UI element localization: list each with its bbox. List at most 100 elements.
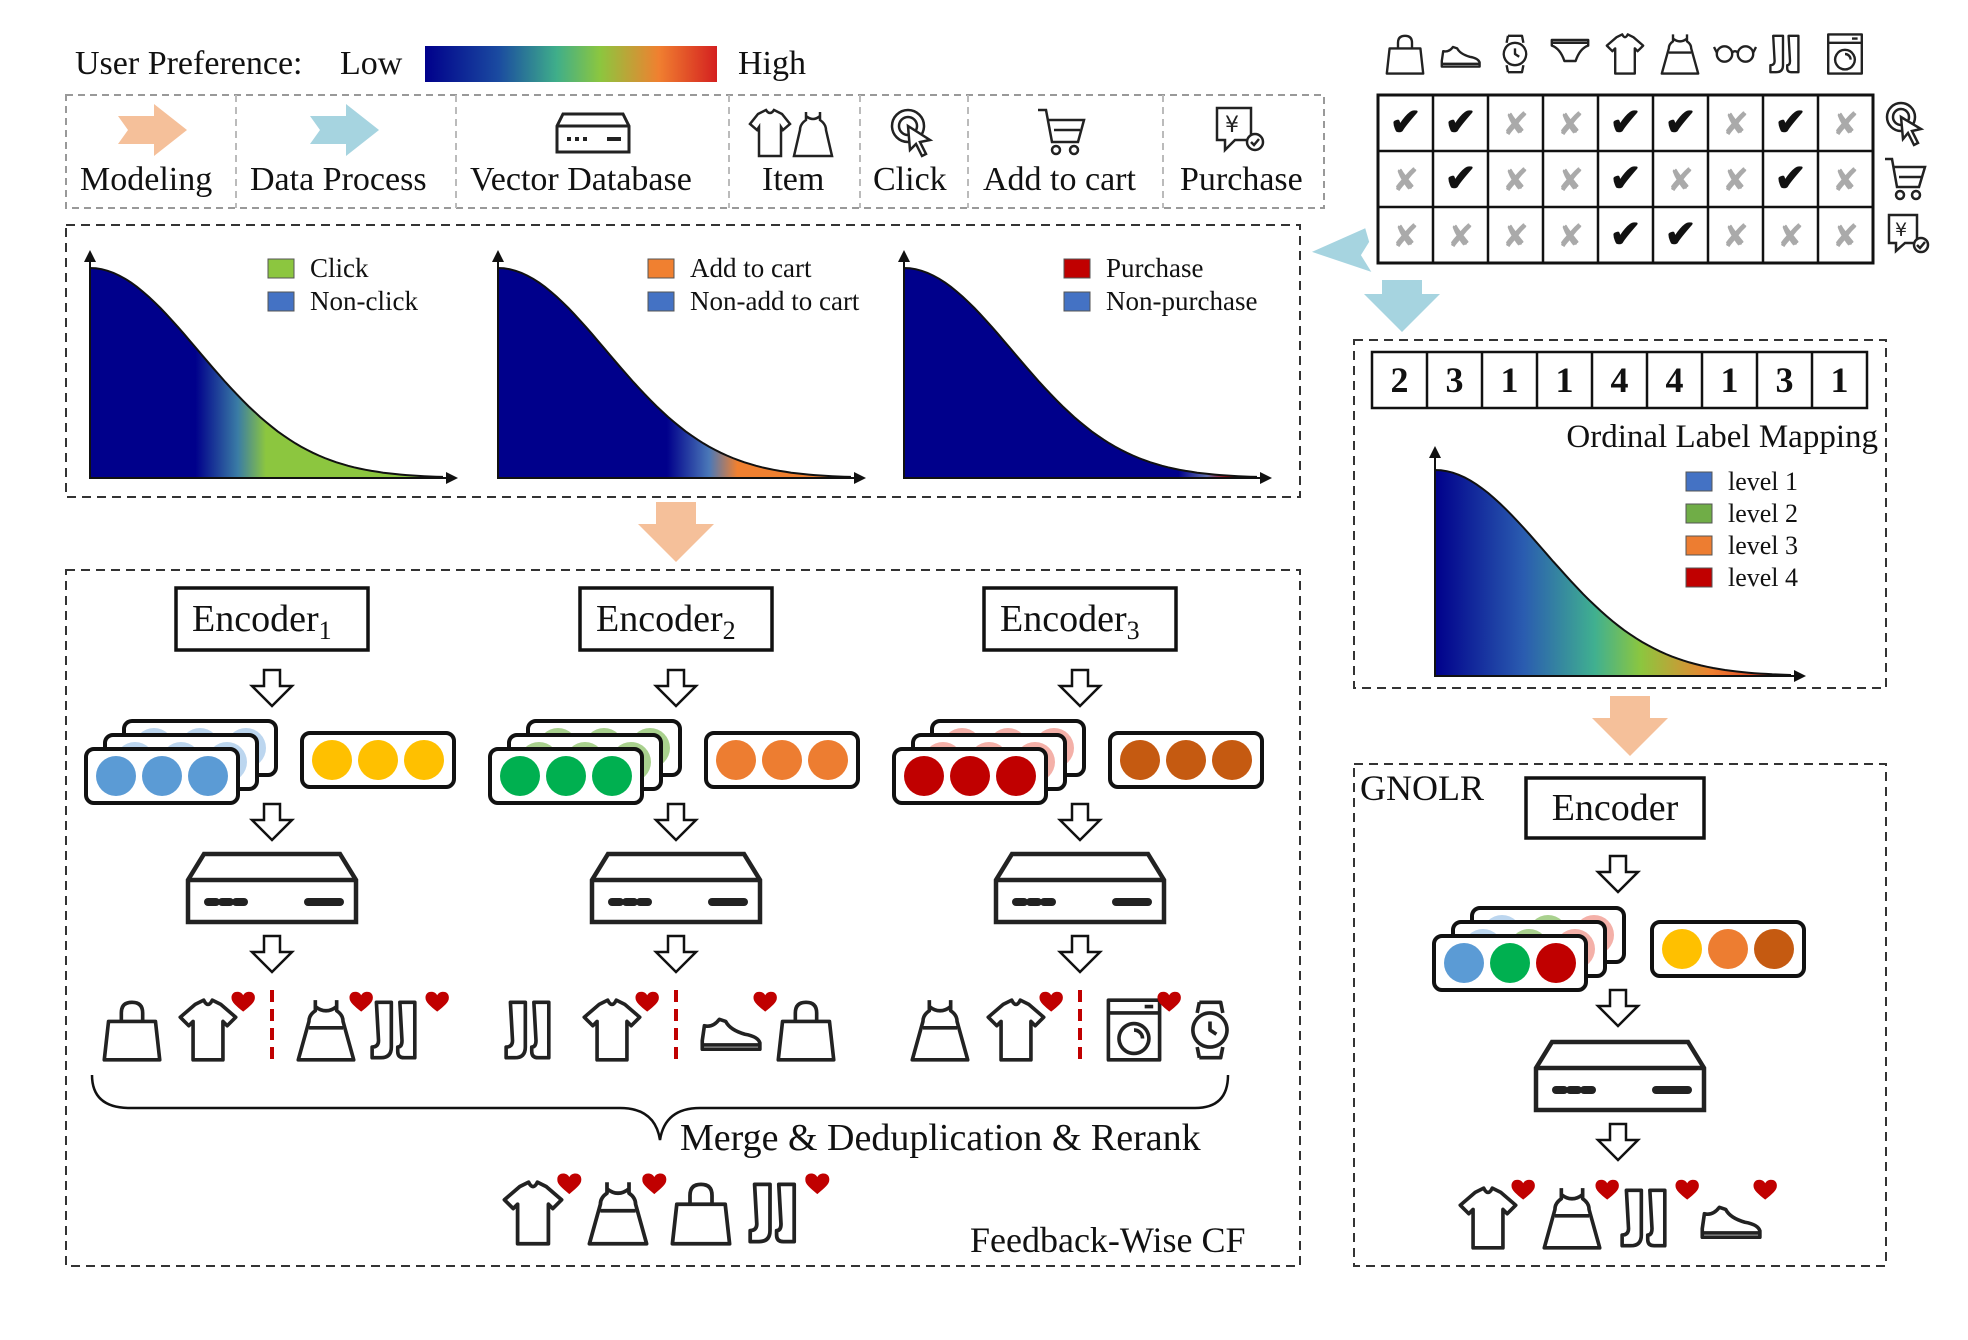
ordinal-distribution-area <box>1434 468 1791 677</box>
cross-mark: ✘ <box>1832 217 1859 255</box>
heart-icon <box>753 991 777 1012</box>
boots-icon <box>1620 1179 1699 1248</box>
encoder-label: Encoder3 <box>1000 598 1140 645</box>
flow-arrow-down <box>1056 668 1104 708</box>
legend-label-click: Click <box>873 161 947 198</box>
ordinal-label-cell: 3 <box>1446 360 1464 400</box>
user-embedding-front <box>892 747 1048 805</box>
process-arrow-left <box>1311 228 1372 272</box>
item-embedding <box>704 731 860 789</box>
user-embedding-front <box>84 747 240 805</box>
orange-arrow-icon <box>118 104 187 156</box>
item-embedding <box>300 731 456 789</box>
check-mark: ✔ <box>1665 99 1697 144</box>
merge-brace <box>90 1074 1230 1141</box>
cross-mark: ✘ <box>1557 105 1584 143</box>
heart-icon <box>635 991 659 1012</box>
legend-negative-label: Non-purchase <box>1106 286 1257 316</box>
distribution-area <box>89 266 443 479</box>
level-swatch <box>1685 535 1713 556</box>
vector-database-icon <box>1533 1039 1707 1113</box>
legend-label-add-to-cart: Add to cart <box>983 161 1137 198</box>
boots-icon <box>1769 34 1800 74</box>
feedback-matrix: ✔✔✘✘✔✔✘✔✘✘✔✘✘✔✘✘✔✘✘✘✘✘✔✔✘✘✘¥ <box>1376 33 1930 265</box>
legend-label-vector-db: Vector Database <box>470 161 692 198</box>
legend-label-purchase: Purchase <box>1180 161 1303 198</box>
legend-swatch-positive <box>1063 258 1091 279</box>
tshirt-icon <box>1605 33 1645 75</box>
dress-icon <box>1660 34 1700 75</box>
ordinal-label-cell: 3 <box>1776 360 1794 400</box>
ordinal-label-cell: 4 <box>1611 360 1629 400</box>
user-embedding-front <box>1432 934 1588 992</box>
ordinal-title: Ordinal Label Mapping <box>1566 419 1878 455</box>
heart-icon <box>557 1173 582 1195</box>
dress-icon <box>587 1173 667 1246</box>
icon-legend: ¥ Modeling Data Process Vector Database … <box>65 94 1325 209</box>
flow-arrow-down <box>1594 988 1642 1028</box>
cross-mark: ✘ <box>1777 217 1804 255</box>
ordinal-label-cell: 1 <box>1501 360 1519 400</box>
level-swatch <box>1685 503 1713 524</box>
legend-label-item: Item <box>762 161 824 198</box>
level-label: level 1 <box>1728 467 1798 496</box>
encoder-label: Encoder <box>1552 787 1679 829</box>
check-mark: ✔ <box>1665 211 1697 256</box>
vector-database-icon <box>589 851 763 925</box>
cart-icon <box>1885 157 1927 201</box>
check-mark: ✔ <box>1445 155 1477 200</box>
user-embedding-stack <box>84 719 278 805</box>
preference-label: User Preference: <box>75 45 302 82</box>
encoder-label: Encoder2 <box>596 598 736 645</box>
heart-icon <box>1675 1179 1699 1200</box>
cross-mark: ✘ <box>1502 217 1529 255</box>
merged-items <box>502 1173 830 1246</box>
cross-mark: ✘ <box>1832 105 1859 143</box>
ordinal-label-cell: 1 <box>1556 360 1574 400</box>
flow-arrow-down <box>248 802 296 842</box>
heart-icon <box>642 1173 667 1195</box>
vector-database-icon <box>185 851 359 925</box>
level-label: level 2 <box>1728 499 1798 528</box>
receipt-icon: ¥ <box>1887 213 1930 254</box>
process-arrow-down <box>1364 280 1440 332</box>
heart-icon <box>1595 1179 1619 1200</box>
shoe-icon <box>700 991 777 1052</box>
tshirt-icon <box>986 991 1063 1062</box>
user-embedding-stack <box>488 719 682 805</box>
bag-icon <box>1385 34 1425 75</box>
encoder-box <box>1524 776 1706 840</box>
flow-arrow-down <box>248 934 296 974</box>
encoder-box <box>578 586 774 652</box>
feedback-cf-panel <box>65 569 1301 1267</box>
cursor-click-icon <box>1885 101 1925 147</box>
dress-icon <box>910 1000 970 1062</box>
check-mark: ✔ <box>1610 155 1642 200</box>
tshirt-icon <box>178 991 255 1062</box>
matrix-grid <box>1376 93 1875 265</box>
check-mark: ✔ <box>1775 99 1807 144</box>
dress-icon <box>296 991 373 1062</box>
user-embedding-stack <box>1432 906 1626 992</box>
flow-arrow-down <box>652 934 700 974</box>
cross-mark: ✘ <box>1557 217 1584 255</box>
cart-icon <box>1038 108 1086 156</box>
flow-arrow-down <box>1056 934 1104 974</box>
check-mark: ✔ <box>1445 99 1477 144</box>
cross-mark: ✘ <box>1722 161 1749 199</box>
cf-label: Feedback-Wise CF <box>970 1220 1245 1260</box>
legend-negative-label: Non-click <box>310 286 418 316</box>
heart-icon <box>805 1173 830 1195</box>
flow-arrow-down <box>652 668 700 708</box>
svg-text:¥: ¥ <box>1895 219 1907 241</box>
bag-icon <box>776 1000 836 1062</box>
encoder-pipeline-3: Encoder3 <box>892 586 1264 1062</box>
ordinal-label-cell: 1 <box>1721 360 1739 400</box>
bag-icon <box>102 1000 162 1062</box>
modeling-arrow-gnolr <box>1592 696 1668 756</box>
legend-swatch-negative <box>647 291 675 312</box>
cross-mark: ✘ <box>1722 217 1749 255</box>
ordinal-label-cell: 4 <box>1666 360 1684 400</box>
